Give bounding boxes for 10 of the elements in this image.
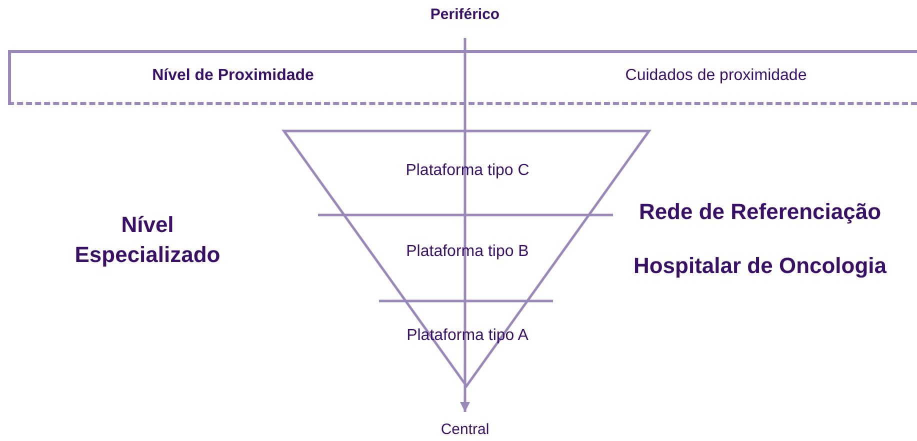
tier-label: Plataforma tipo A [406, 327, 530, 345]
level-band [8, 50, 917, 105]
band-label: Cuidados de proximidade [624, 67, 808, 85]
tier-label: Plataforma tipo C [404, 162, 530, 180]
side-label: Rede de Referenciação Hospitalar de Oncologia [632, 198, 888, 280]
axis-end-label: Central [440, 421, 490, 439]
tier-label: Plataforma tipo B [405, 243, 530, 261]
band-label: Nível de Proximidade [151, 67, 315, 85]
axis-end-label: Periférico [429, 6, 501, 24]
side-label: Nível Especializado [74, 211, 222, 269]
